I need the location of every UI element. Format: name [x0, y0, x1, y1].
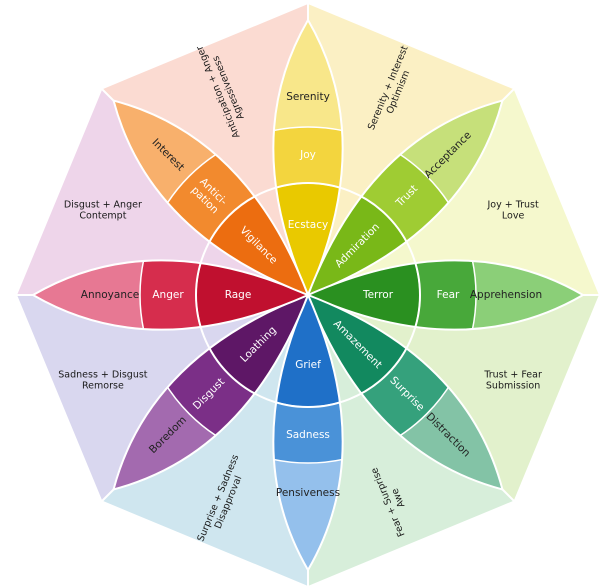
petal-label-anger-0: Rage [225, 289, 252, 301]
petal-label-anger-1: Anger [152, 289, 184, 301]
petal-ring-band [308, 100, 503, 296]
petal-ring-band [273, 295, 343, 464]
petal-ring-band [139, 260, 308, 330]
petal-label-fear-2: Apprehension [470, 289, 542, 301]
inner-ring [195, 182, 421, 408]
petal-label-sadness-2: Pensiveness [276, 487, 340, 499]
petal-outline [31, 259, 311, 331]
petal-ring-band [273, 126, 343, 295]
petal-ring-band [308, 295, 477, 464]
petal-outline [112, 99, 310, 297]
petal-outline [112, 293, 310, 491]
petal-outline [306, 99, 504, 297]
petal-outline [272, 292, 344, 572]
petal-ring-band [308, 295, 421, 408]
petal-label-joy-1: Joy [299, 149, 316, 161]
petal-label-joy-0: Ecstacy [288, 219, 328, 231]
petal-ring-band [308, 260, 477, 330]
petal-layer [31, 18, 585, 572]
petal-surprise [308, 295, 503, 490]
petal-ring-band [308, 295, 503, 490]
petal-outline [305, 259, 585, 331]
petal-label-fear-1: Fear [437, 289, 460, 301]
petal-outline [272, 18, 344, 298]
petal-label-sadness-0: Grief [295, 359, 321, 371]
petal-outline [306, 293, 504, 491]
petal-ring-band [113, 295, 309, 490]
petal-label-sadness-1: Sadness [286, 429, 330, 441]
petal-label-fear-0: Terror [362, 289, 394, 301]
petal-label-joy-2: Serenity [286, 91, 330, 103]
petal-label-anger-2: Annoyance [81, 289, 139, 301]
